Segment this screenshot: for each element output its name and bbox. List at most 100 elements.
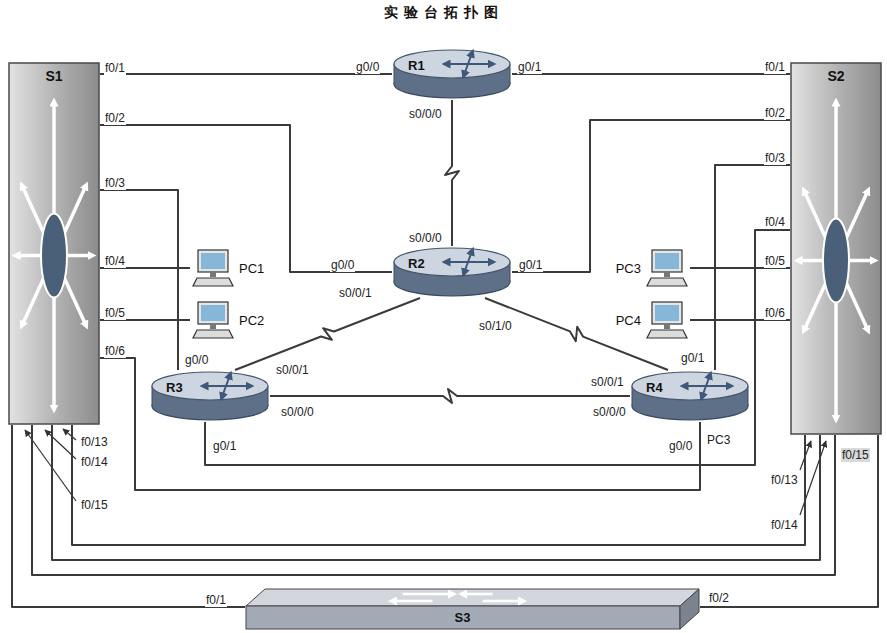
router-arrows-part [468,261,492,263]
port-label-holder: f0/15 [841,445,870,463]
port-label: f0/13 [80,435,109,449]
node-name: R1 [408,58,425,73]
pc-monitor [198,250,228,272]
port-label-holder: f0/3 [764,148,786,166]
port-label: g0/1 [680,351,705,365]
node-name: PC4 [616,313,641,328]
router-shape [392,246,512,298]
port-label-holder: f0/2 [104,108,126,126]
router-shape [392,48,512,100]
router-side [510,262,511,282]
switch-arrows-part [393,600,433,603]
pc-stand [664,272,670,277]
switch-arrows-part [403,593,453,596]
multilayer-switch: S1 [8,62,100,425]
port-label-holder: f0/5 [104,303,126,321]
port-label: f0/3 [104,176,126,190]
network-link [235,298,420,370]
router: R3 [150,370,270,422]
router-shape [630,370,750,422]
port-label-holder: g0/0 [184,350,209,368]
network-link [512,120,790,272]
port-label: f0/15 [80,498,109,512]
pc-host: PC1 [190,246,266,290]
network-link [205,230,790,465]
port-label-holder: s0/0/1 [275,360,310,378]
router-side [268,386,269,406]
router-arrows [204,375,250,397]
port-label-holder: f0/1 [104,58,126,76]
pc-keyboard [647,278,687,286]
port-label-holder: f0/15 [80,495,109,513]
pc-host: PC3 [614,246,690,290]
router-shape [150,370,270,422]
router-arrows-part [706,385,730,387]
port-label-holder: s0/0/1 [338,283,373,301]
router-top [394,248,510,276]
title-holder: 实验台拓扑图 [0,3,887,22]
port-label: s0/0/0 [408,107,443,121]
port-label: g0/0 [355,60,380,74]
port-label-holder: f0/14 [770,515,799,533]
switch-arrows [798,102,874,419]
switch-body [791,63,881,434]
router-arrows [446,53,492,75]
router-top [632,372,748,400]
port-label-holder: s0/0/0 [408,104,443,122]
port-label-holder: f0/4 [104,251,126,269]
port-label: f0/5 [104,306,126,320]
port-label: s0/0/1 [275,363,310,377]
pc-screen [655,305,679,321]
port-label: f0/1 [205,593,227,607]
router-top [394,50,510,78]
port-label: s0/0/1 [338,286,373,300]
router-arrows-part [468,53,472,64]
router-side [510,64,511,84]
node-name: R3 [166,380,183,395]
port-label: g0/0 [184,353,209,367]
pc-icon [646,300,688,340]
pc-host: PC2 [190,298,266,342]
port-label: f0/2 [764,106,786,120]
router-side [152,386,153,406]
router-arrows-part [706,375,710,386]
pc-stand [664,324,670,329]
network-link [100,73,392,75]
pc-monitor [198,302,228,324]
node-name: PC1 [239,261,264,276]
pc-keyboard [647,330,687,338]
router-arrows-part [468,63,492,65]
network-link [445,100,459,246]
switch-core [823,219,849,303]
port-label: g0/1 [212,439,237,453]
router: R1 [392,48,512,100]
port-label-holder: f0/4 [764,212,786,230]
network-link [700,435,878,607]
router-arrows-part [468,251,472,262]
pc-screen [201,253,225,269]
router-side [394,64,395,84]
router-arrows-part [464,64,468,75]
pc-stand [210,324,216,329]
port-label: f0/2 [708,591,730,605]
port-label-holder: g0/1 [680,348,705,366]
network-link [72,425,805,545]
port-label: f0/1 [104,61,126,75]
switch-arrows [16,102,92,409]
node-name: S1 [8,68,100,84]
pc-monitor [652,250,682,272]
port-label-holder: f0/1 [205,590,227,608]
port-label: g0/0 [668,439,693,453]
port-label: s0/0/1 [590,375,625,389]
port-label: f0/13 [770,473,799,487]
switch-shape [245,588,700,630]
switch-top [246,589,699,606]
port-label-holder: f0/6 [104,341,126,359]
port-label-holder: s0/0/0 [408,228,443,246]
node-name: R2 [408,256,425,271]
port-label-holder: f0/1 [764,57,786,75]
port-label-holder: s0/0/1 [590,372,625,390]
port-label-holder: f0/2 [764,103,786,121]
port-label-holder: g0/0 [330,255,355,273]
port-label-holder: g0/1 [517,57,542,75]
